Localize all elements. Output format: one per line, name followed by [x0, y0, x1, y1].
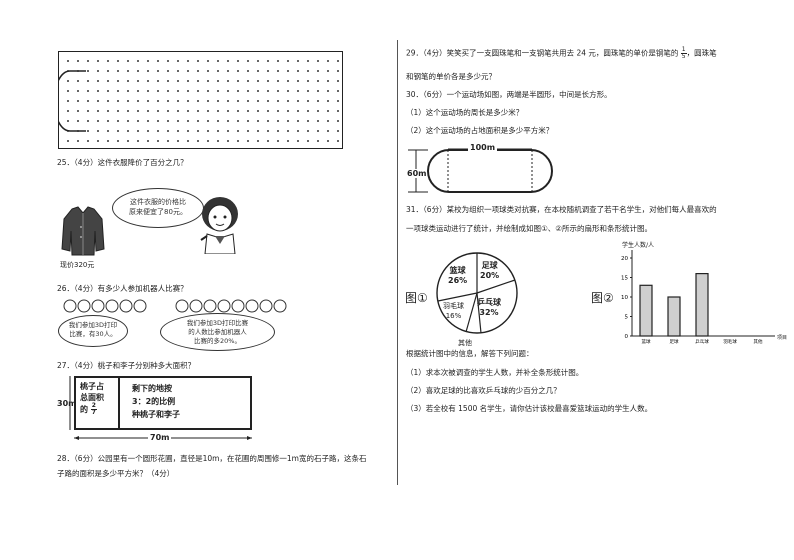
- speech-bubble-q25: 这件衣服的价格比 原来便宜了80元。: [112, 188, 204, 228]
- y-tick-label: 10: [621, 295, 628, 301]
- speech-bubble-3d-printing: 我们参加3D打印 比赛，有30人。: [58, 315, 128, 347]
- bar-0: [639, 284, 653, 337]
- x-category-label: 篮球: [642, 338, 651, 345]
- question-31-line2: 一项球类运动进行了统计，并绘制成如图①、②所示的扇形和条形统计图。: [406, 224, 652, 233]
- x-category-label: 羽毛球: [723, 338, 737, 345]
- question-30-sub2: （2）这个运动场的占地面积是多少平方米？: [406, 126, 554, 135]
- y-tick-label: 5: [625, 315, 629, 321]
- track-width-label: 100m: [468, 143, 498, 152]
- track-height-label: 60m: [407, 169, 427, 178]
- question-27: 27．（4分）桃子和李子分别种多大面积？: [57, 361, 196, 370]
- stats-prompt: 根据统计图中的信息，解答下列问题：: [406, 349, 534, 358]
- question-30-sub1: （1）这个运动场的周长是多少米？: [406, 108, 524, 117]
- figure-1-label: 图①: [405, 291, 428, 305]
- bar-2: [695, 273, 709, 337]
- y-tick-label: 15: [621, 276, 628, 282]
- dot-grid: [58, 51, 343, 149]
- jacket-illustration: [61, 206, 105, 256]
- bar-x-axis-title: 项目: [777, 335, 788, 341]
- x-category-label: 乒乓球: [695, 338, 709, 345]
- x-category-label: 其他: [754, 338, 763, 345]
- question-31-sub2: （2）喜欢足球的比喜欢乒乓球的少百分之几？: [406, 386, 561, 395]
- question-28-line2: 子路的面积是多少平方米？（4分）: [57, 469, 175, 478]
- field-height-label: 30m: [57, 399, 77, 408]
- girl-illustration: [200, 197, 238, 254]
- pie-chart: [436, 252, 518, 334]
- y-tick-label: 20: [621, 256, 628, 262]
- question-30: 30．（6分）一个运动场如图，两端是半圆形，中间是长方形。: [406, 90, 612, 99]
- remaining-area: 剩下的地按 3：2的比例 种桃子和李子: [132, 384, 180, 419]
- bar-chart: 0 5 10 15 20 篮球 足球 乒乓球 羽毛球 其他: [621, 250, 775, 345]
- question-31-sub3: （3）若全校有 1500 名学生，请你估计该校最喜爱篮球运动的学生人数。: [406, 404, 653, 413]
- price-label: 现价320元: [60, 261, 95, 269]
- question-25: 25．（4分）这件衣服降价了百分之几？: [57, 158, 188, 167]
- figure-2-label: 图②: [591, 291, 614, 305]
- column-divider: [397, 40, 398, 485]
- children-heads: [63, 299, 287, 313]
- semicircle-figure: [58, 70, 86, 132]
- bar-1: [667, 296, 681, 337]
- field-width-label: 70m: [148, 433, 172, 442]
- question-31-sub1: （1）求本次被调查的学生人数，并补全条形统计图。: [406, 368, 584, 377]
- question-26: 26．（4分）有多少人参加机器人比赛？: [57, 284, 188, 293]
- x-category-label: 足球: [670, 338, 679, 345]
- question-31-line1: 31．（6分）某校为组织一项球类对抗赛，在本校随机调查了若干名学生，对他们每人最…: [406, 205, 717, 214]
- bar-y-axis-title: 学生人数/人: [622, 242, 655, 249]
- question-29-line1: 29．（4分）笑笑买了一支圆珠笔和一支钢笔共用去 24 元，圆珠笔的单价是钢笔的…: [406, 46, 717, 60]
- question-28-line1: 28．（6分）公园里有一个圆形花圃，直径是10m，在花圃的周围修一1m宽的石子路…: [57, 454, 367, 463]
- question-29-line2: 和钢笔的单价各是多少元？: [406, 72, 496, 81]
- pie-label-other: 其他: [458, 339, 472, 347]
- speech-bubble-robot: 我们参加3D打印比赛 的人数比参加机器人 比赛的多20%。: [160, 313, 275, 351]
- y-tick-label: 0: [625, 334, 629, 340]
